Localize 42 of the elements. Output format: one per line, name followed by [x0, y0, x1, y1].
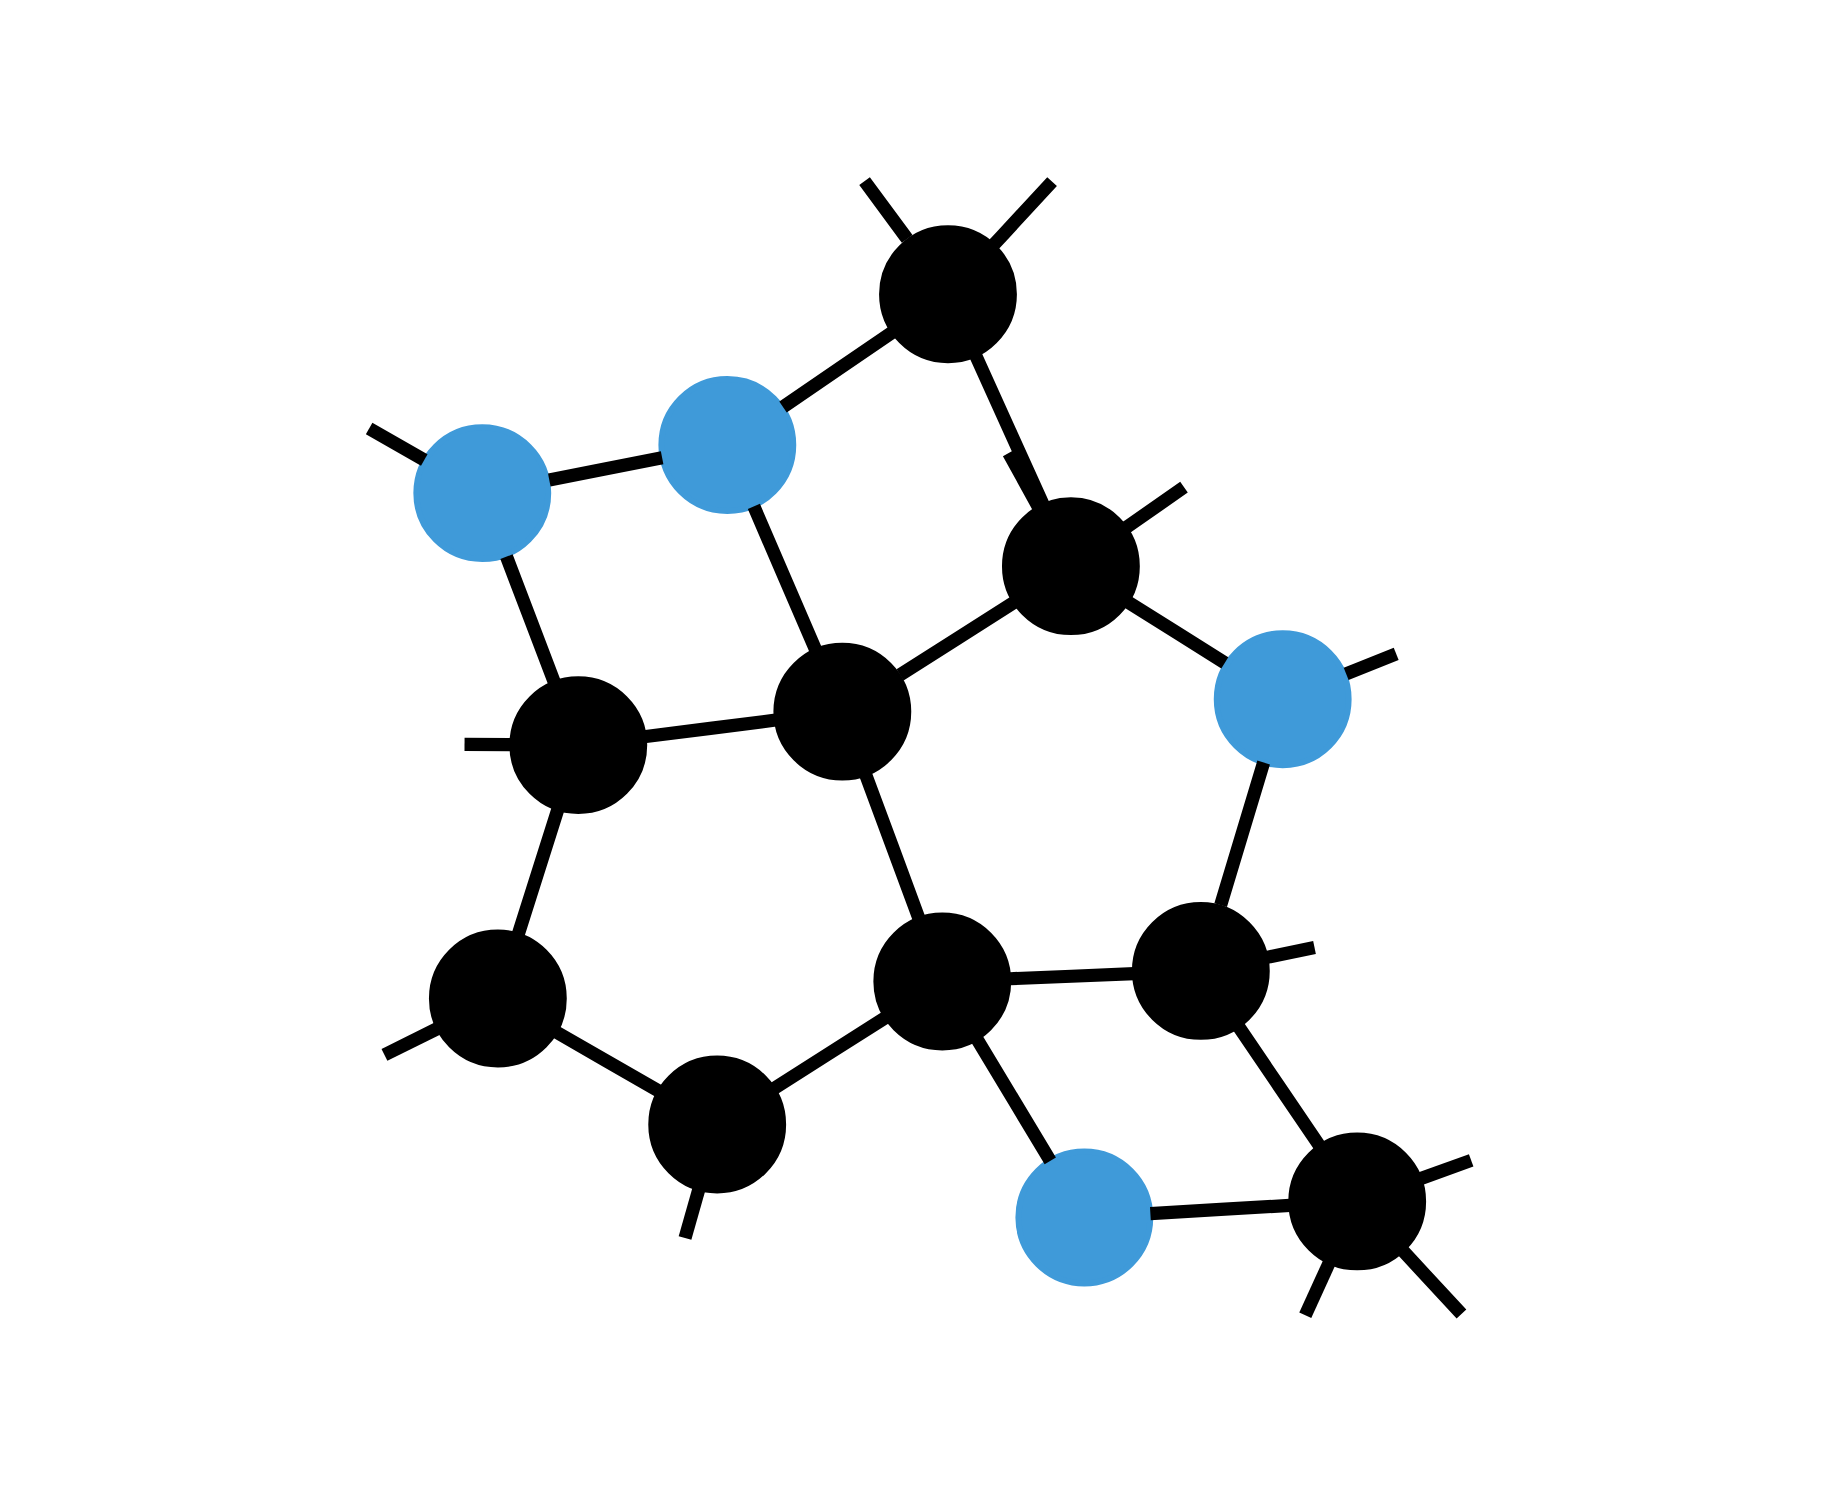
connector — [971, 1035, 1056, 1165]
connector — [511, 807, 565, 938]
connector — [500, 554, 561, 685]
node-circle — [509, 676, 648, 815]
node-circle — [648, 1055, 787, 1194]
connector — [747, 503, 822, 653]
connector — [1233, 1023, 1326, 1150]
node-circle — [1288, 1132, 1427, 1271]
connector — [1343, 647, 1399, 680]
connector — [859, 771, 926, 922]
connector — [365, 422, 428, 466]
connector — [989, 177, 1057, 249]
node-circle — [1131, 902, 1270, 1040]
node-circle — [658, 376, 797, 514]
connector — [1150, 1198, 1291, 1221]
connector — [859, 177, 913, 243]
node-circle — [879, 225, 1017, 364]
node-circle — [1213, 630, 1352, 769]
node-circle — [413, 424, 552, 563]
connector — [779, 326, 897, 413]
connector — [464, 737, 513, 752]
connector — [1214, 760, 1270, 908]
node-circle — [1002, 497, 1140, 636]
node-circle — [428, 929, 567, 1068]
connector — [678, 1186, 706, 1240]
connector — [769, 1012, 890, 1095]
connector — [1123, 596, 1229, 669]
connector — [643, 713, 777, 744]
connector — [1122, 481, 1188, 533]
connector — [381, 1022, 441, 1061]
connector — [896, 596, 1018, 681]
connector — [969, 351, 1050, 509]
connector — [1299, 1259, 1336, 1318]
connector — [552, 1025, 663, 1097]
connector — [1265, 941, 1316, 964]
node-circle — [873, 912, 1012, 1051]
connector — [1418, 1154, 1474, 1185]
connector — [1398, 1246, 1467, 1319]
connector — [548, 451, 664, 487]
connector — [1010, 967, 1135, 986]
node-circle — [773, 642, 912, 781]
node-circle — [1015, 1148, 1154, 1287]
